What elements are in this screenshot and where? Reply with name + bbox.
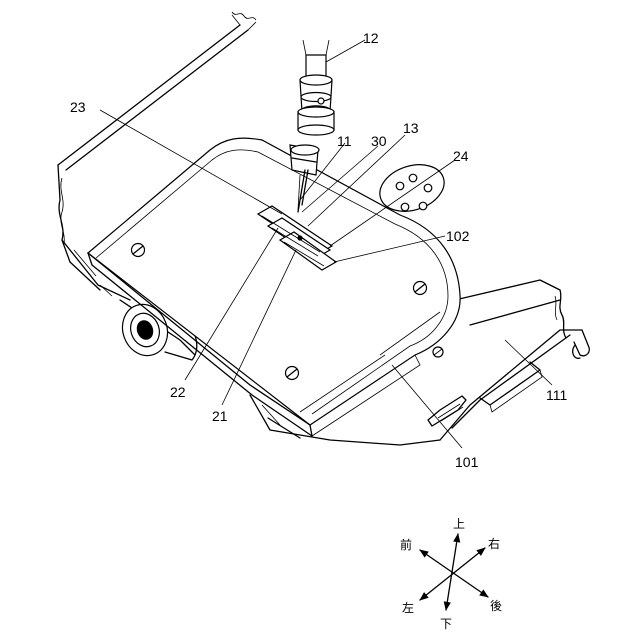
left-right-arrow-icon [420, 548, 485, 600]
label-22: 22 [170, 384, 186, 400]
label-12: 12 [363, 30, 379, 46]
screw-icon [286, 367, 299, 380]
dir-down: 下 [440, 617, 452, 631]
label-101: 101 [455, 454, 479, 470]
label-11: 11 [337, 133, 352, 149]
dir-right: 右 [488, 536, 500, 551]
needle-plate [88, 138, 460, 436]
label-30: 30 [371, 133, 387, 149]
dir-left: 左 [402, 600, 414, 615]
dir-front: 前 [400, 537, 412, 552]
label-13: 13 [403, 120, 419, 136]
screw-icon [414, 282, 427, 295]
direction-indicator: 上 下 前 後 左 右 [400, 517, 502, 631]
label-23: 23 [70, 99, 86, 115]
label-21: 21 [212, 408, 228, 424]
leader-101 [392, 365, 462, 448]
screw-icon [132, 244, 145, 257]
dir-back: 後 [490, 599, 502, 613]
label-24: 24 [453, 148, 469, 164]
leader-12 [326, 40, 365, 62]
dir-up: 上 [453, 517, 465, 531]
label-111: 111 [546, 387, 567, 403]
label-102: 102 [446, 228, 470, 244]
